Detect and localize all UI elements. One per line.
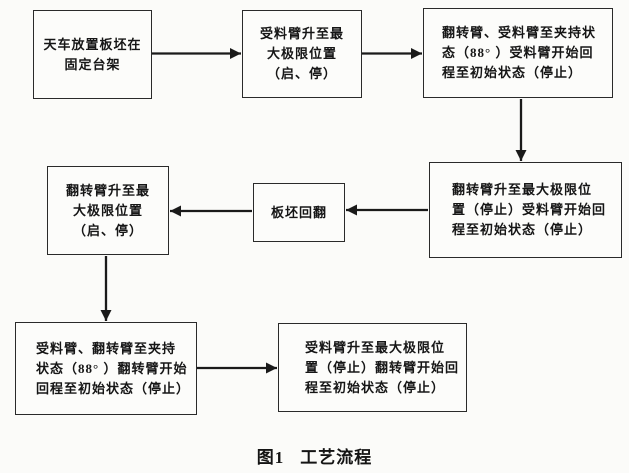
node-turnover-arm-lift: 翻转臂升至最 大极限位置 （启、停） — [47, 166, 169, 255]
node-turnover-arm-max: 翻转臂升至最大极限位 置（停止）受料臂开始回 程至初始状态（停止） — [429, 162, 622, 258]
node-receiving-arm-lift-text: 受料臂升至最 大极限位置 （启、停） — [259, 26, 344, 81]
node-clamp-receiving-return-text: 翻转臂、受料臂至夹持状 态（88° ）受料臂开始回 程至初始状态（停止） — [442, 25, 597, 80]
figure-caption-title: 工艺流程 — [300, 448, 373, 467]
node-turnover-arm-lift-text: 翻转臂升至最 大极限位置 （启、停） — [65, 182, 150, 238]
figure-caption-label: 图1 — [256, 448, 285, 467]
node-receiving-arm-lift: 受料臂升至最 大极限位置 （启、停） — [242, 10, 362, 98]
node-turnover-arm-max-text: 翻转臂升至最大极限位 置（停止）受料臂开始回 程至初始状态（停止） — [452, 182, 607, 237]
node-slab-turnover: 板坯回翻 — [253, 183, 345, 242]
figure-caption: 图1 工艺流程 — [0, 443, 629, 468]
node-clamp-receiving-return: 翻转臂、受料臂至夹持状 态（88° ）受料臂开始回 程至初始状态（停止） — [423, 8, 613, 98]
node-clamp-turnover-return: 受料臂、翻转臂至夹持 状态（88° ）翻转臂开始 回程至初始状态（停止） — [15, 322, 197, 415]
node-receiving-arm-max: 受料臂升至最大极限位 置（停止）翻转臂开始回 程至初始状态（停止） — [278, 323, 467, 412]
node-clamp-turnover-return-text: 受料臂、翻转臂至夹持 状态（88° ）翻转臂开始 回程至初始状态（停止） — [36, 340, 191, 396]
node-receiving-arm-max-text: 受料臂升至最大极限位 置（停止）翻转臂开始回 程至初始状态（停止） — [305, 339, 460, 395]
node-place-slab: 天车放置板坯在 固定台架 — [33, 10, 152, 99]
node-slab-turnover-text: 板坯回翻 — [270, 204, 327, 220]
node-place-slab-text: 天车放置板坯在 固定台架 — [43, 36, 142, 72]
